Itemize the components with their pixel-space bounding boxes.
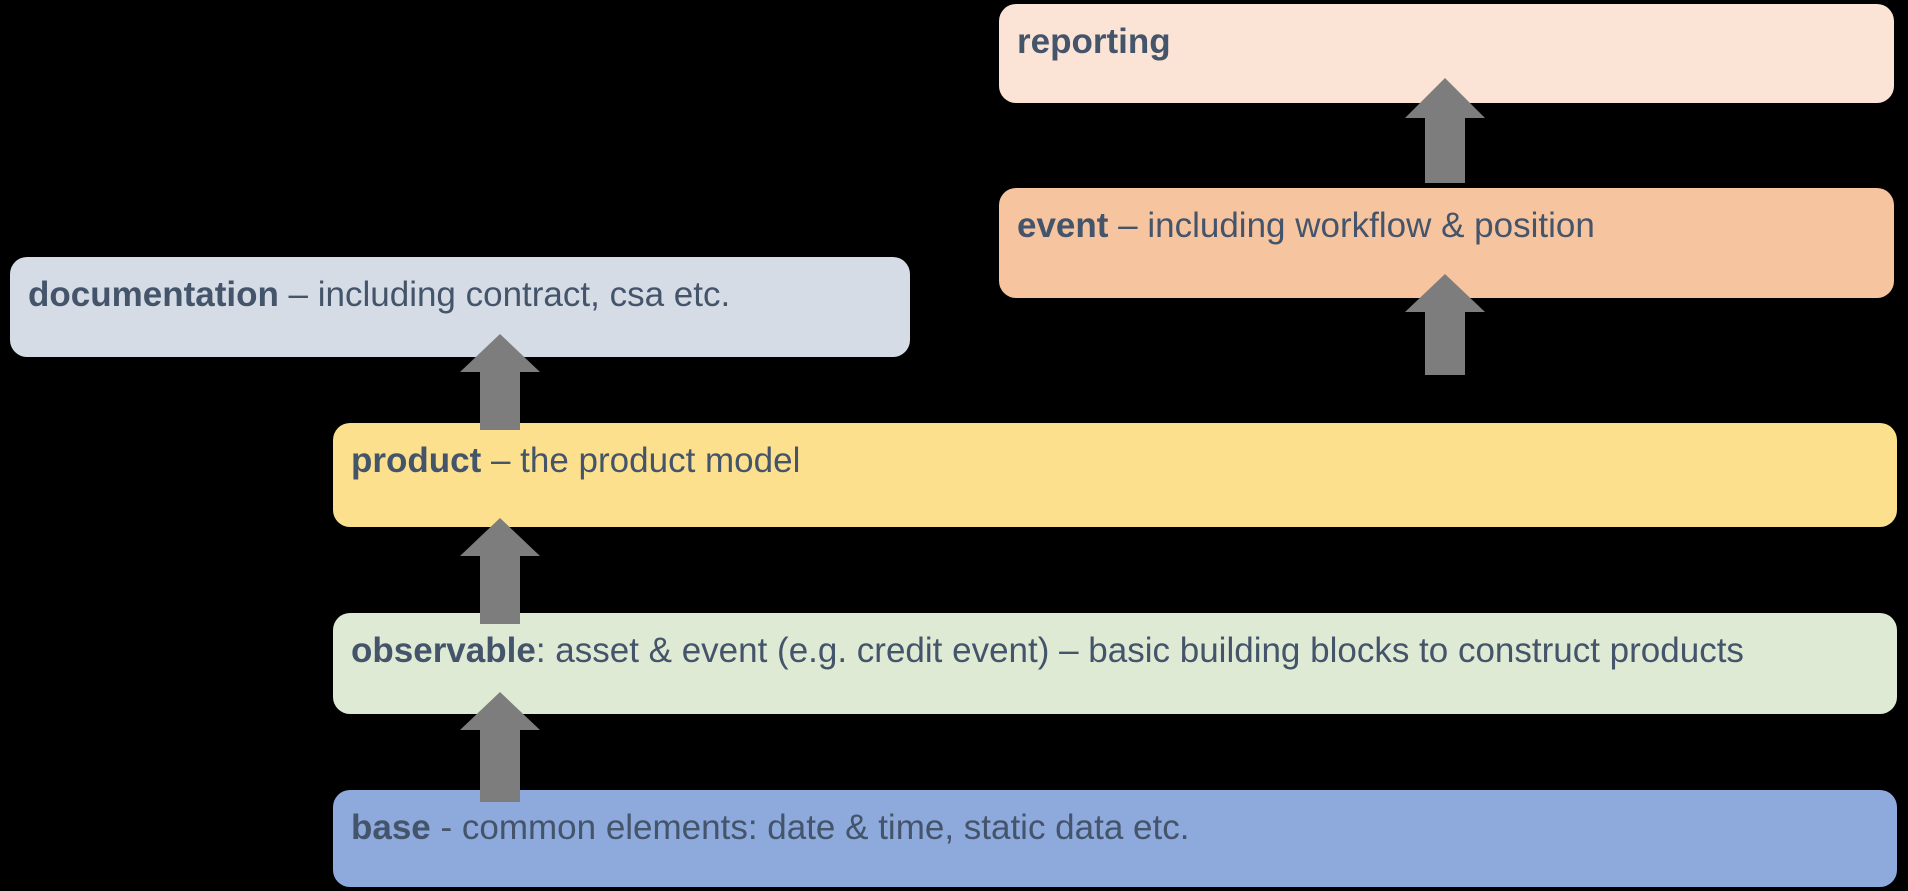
reporting-box: reporting xyxy=(999,4,1894,103)
event-box: event – including workflow & position xyxy=(999,188,1894,298)
event-keyword: event xyxy=(1017,206,1109,245)
base-description: - common elements: date & time, static d… xyxy=(430,808,1190,847)
observable-box: observable: asset & event (e.g. credit e… xyxy=(333,613,1897,714)
documentation-keyword: documentation xyxy=(28,275,279,314)
up-arrow-observable-to-product xyxy=(460,518,540,624)
product-keyword: product xyxy=(351,441,482,480)
documentation-box: documentation – including contract, csa … xyxy=(10,257,910,357)
base-keyword: base xyxy=(351,808,431,847)
observable-keyword: observable xyxy=(351,631,536,670)
event-description: – including workflow & position xyxy=(1108,206,1595,245)
reporting-keyword: reporting xyxy=(1017,22,1171,61)
observable-description: : asset & event (e.g. credit event) – ba… xyxy=(535,631,1744,670)
documentation-description: – including contract, csa etc. xyxy=(278,275,731,314)
base-box: base - common elements: date & time, sta… xyxy=(333,790,1897,887)
product-description: – the product model xyxy=(481,441,801,480)
product-box: product – the product model xyxy=(333,423,1897,527)
